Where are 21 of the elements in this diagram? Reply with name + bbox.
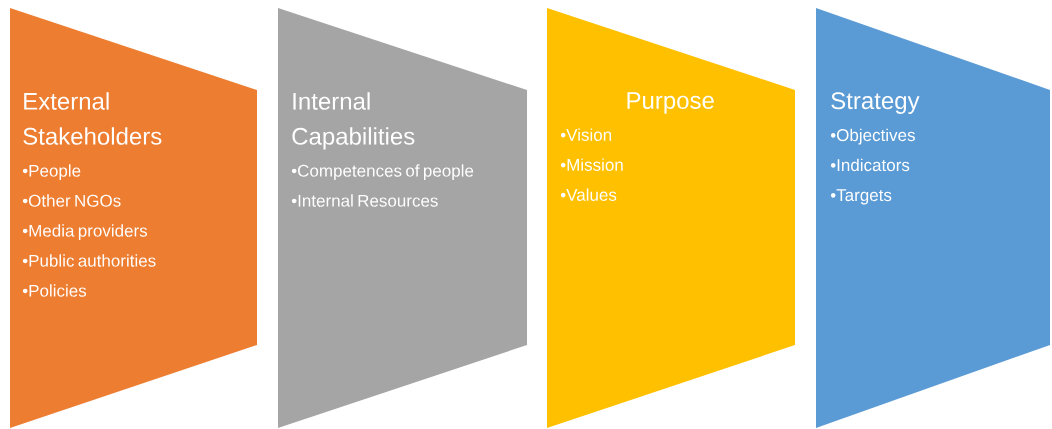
bullet-item: •People — [22, 164, 81, 181]
bullet-item: •Media providers — [22, 224, 148, 241]
chevron-shape — [547, 8, 795, 428]
bullet-item: •Other NGOs — [22, 194, 121, 207]
heading: Internal Capabilities — [292, 92, 415, 150]
heading: Strategy — [831, 92, 920, 114]
bullet-item: •Targets — [830, 189, 892, 205]
bullet-item: •Competences of people — [291, 164, 474, 181]
bullet-item: •Vision — [560, 128, 612, 141]
bullet-item: •Public authorities — [22, 254, 156, 267]
chevron-shape — [10, 8, 257, 428]
bullet-item: •Values — [560, 188, 617, 201]
bullet-item: •Mission — [560, 158, 623, 171]
heading: External Stakeholders — [23, 92, 162, 145]
bullet-item: •Objectives — [830, 128, 915, 145]
bullet-item: •Policies — [22, 284, 87, 297]
chevron-shape — [816, 8, 1050, 428]
bullet-item: •Indicators — [830, 158, 910, 172]
heading: Purpose — [627, 92, 714, 114]
chevron-shape — [278, 8, 527, 428]
bullet-item: •Internal Resources — [291, 194, 438, 207]
